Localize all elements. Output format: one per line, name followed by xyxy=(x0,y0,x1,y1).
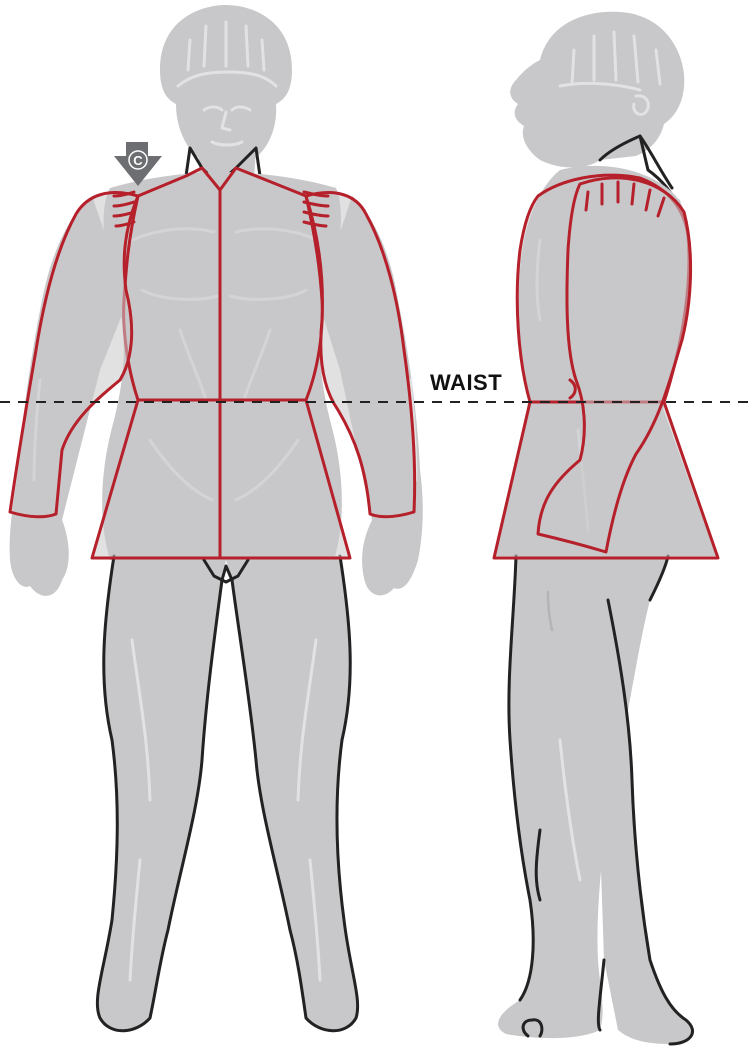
side-figure xyxy=(494,12,718,1044)
front-figure xyxy=(10,5,423,1031)
waist-label: WAIST xyxy=(430,370,502,395)
marker-label: C xyxy=(133,153,143,168)
